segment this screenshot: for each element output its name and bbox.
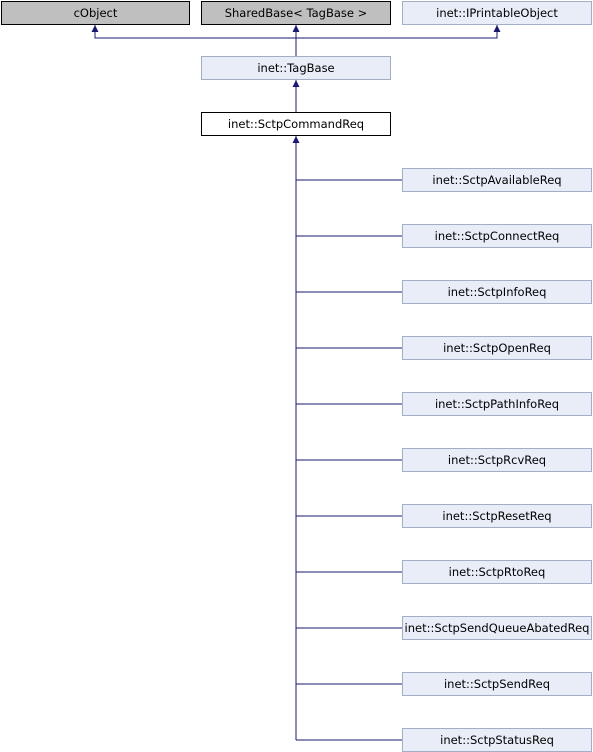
class-node-label: inet::TagBase xyxy=(257,61,335,75)
class-node-sctpconnectreq[interactable]: inet::SctpConnectReq xyxy=(402,224,592,248)
class-node-cobject: cObject xyxy=(1,1,190,25)
class-node-sctpopenreq[interactable]: inet::SctpOpenReq xyxy=(402,336,592,360)
class-node-label: inet::SctpCommandReq xyxy=(227,117,365,131)
class-node-label: inet::SctpPathInfoReq xyxy=(434,397,560,411)
class-node-label: inet::SctpResetReq xyxy=(442,509,552,523)
class-node-iprintableobject[interactable]: inet::IPrintableObject xyxy=(402,1,592,25)
class-node-sctpcommandreq-current: inet::SctpCommandReq xyxy=(201,112,391,136)
class-node-label: inet::SctpSendQueueAbatedReq xyxy=(404,621,590,635)
class-node-sctprtoreq[interactable]: inet::SctpRtoReq xyxy=(402,560,592,584)
class-node-sctpresetreq[interactable]: inet::SctpResetReq xyxy=(402,504,592,528)
class-node-label: SharedBase< TagBase > xyxy=(224,6,368,20)
class-node-tagbase[interactable]: inet::TagBase xyxy=(201,56,391,80)
class-node-sctppathinforeq[interactable]: inet::SctpPathInfoReq xyxy=(402,392,592,416)
class-node-label: inet::SctpConnectReq xyxy=(434,229,560,243)
class-node-sctpavailablereq[interactable]: inet::SctpAvailableReq xyxy=(402,168,592,192)
class-node-sctprcvreq[interactable]: inet::SctpRcvReq xyxy=(402,448,592,472)
class-node-sharedbase: SharedBase< TagBase > xyxy=(201,1,391,25)
class-node-sctpinforeq[interactable]: inet::SctpInfoReq xyxy=(402,280,592,304)
class-node-sctpstatusreq[interactable]: inet::SctpStatusReq xyxy=(402,728,592,752)
class-node-label: cObject xyxy=(73,6,118,20)
class-node-label: inet::SctpAvailableReq xyxy=(432,173,562,187)
class-node-label: inet::SctpRtoReq xyxy=(448,565,546,579)
class-node-label: inet::SctpStatusReq xyxy=(440,733,554,747)
class-node-sctpsendreq[interactable]: inet::SctpSendReq xyxy=(402,672,592,696)
class-node-label: inet::SctpRcvReq xyxy=(447,453,547,467)
edge-tagbase-to-cobject xyxy=(91,25,297,56)
class-node-label: inet::SctpSendReq xyxy=(443,677,551,691)
class-node-label: inet::SctpOpenReq xyxy=(443,341,551,355)
class-node-sctpsendqueueabatedreq[interactable]: inet::SctpSendQueueAbatedReq xyxy=(402,616,592,640)
class-node-label: inet::IPrintableObject xyxy=(436,6,558,20)
class-node-label: inet::SctpInfoReq xyxy=(447,285,547,299)
edge-tagbase-to-iprintableobject xyxy=(295,25,501,56)
